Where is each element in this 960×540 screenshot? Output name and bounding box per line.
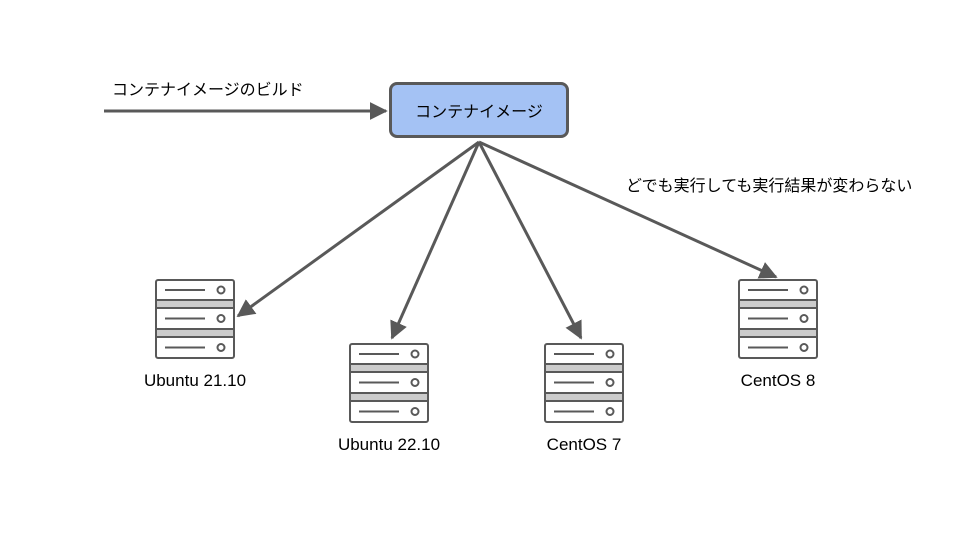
server-label-ubuntu-2210: Ubuntu 22.10 [337, 435, 441, 454]
arrow-to-ubuntu-2210 [390, 141, 481, 340]
server-icon [738, 279, 818, 359]
server-icon [155, 279, 235, 359]
arrow-to-centos-8 [478, 140, 778, 279]
server-label-ubuntu-2110: Ubuntu 21.10 [143, 371, 247, 390]
build-label: コンテナイメージのビルド [112, 80, 304, 99]
container-image-label: コンテナイメージ [415, 102, 543, 121]
arrow-to-ubuntu-2110 [236, 140, 480, 318]
container-image-box: コンテナイメージ [389, 82, 569, 138]
server-icon [349, 343, 429, 423]
server-label-centos-8: CentOS 8 [740, 371, 816, 390]
note-label: どでも実行しても実行結果が変わらない [626, 176, 913, 195]
arrow-to-centos-7 [477, 141, 583, 340]
server-icon [544, 343, 624, 423]
server-label-centos-7: CentOS 7 [546, 435, 622, 454]
